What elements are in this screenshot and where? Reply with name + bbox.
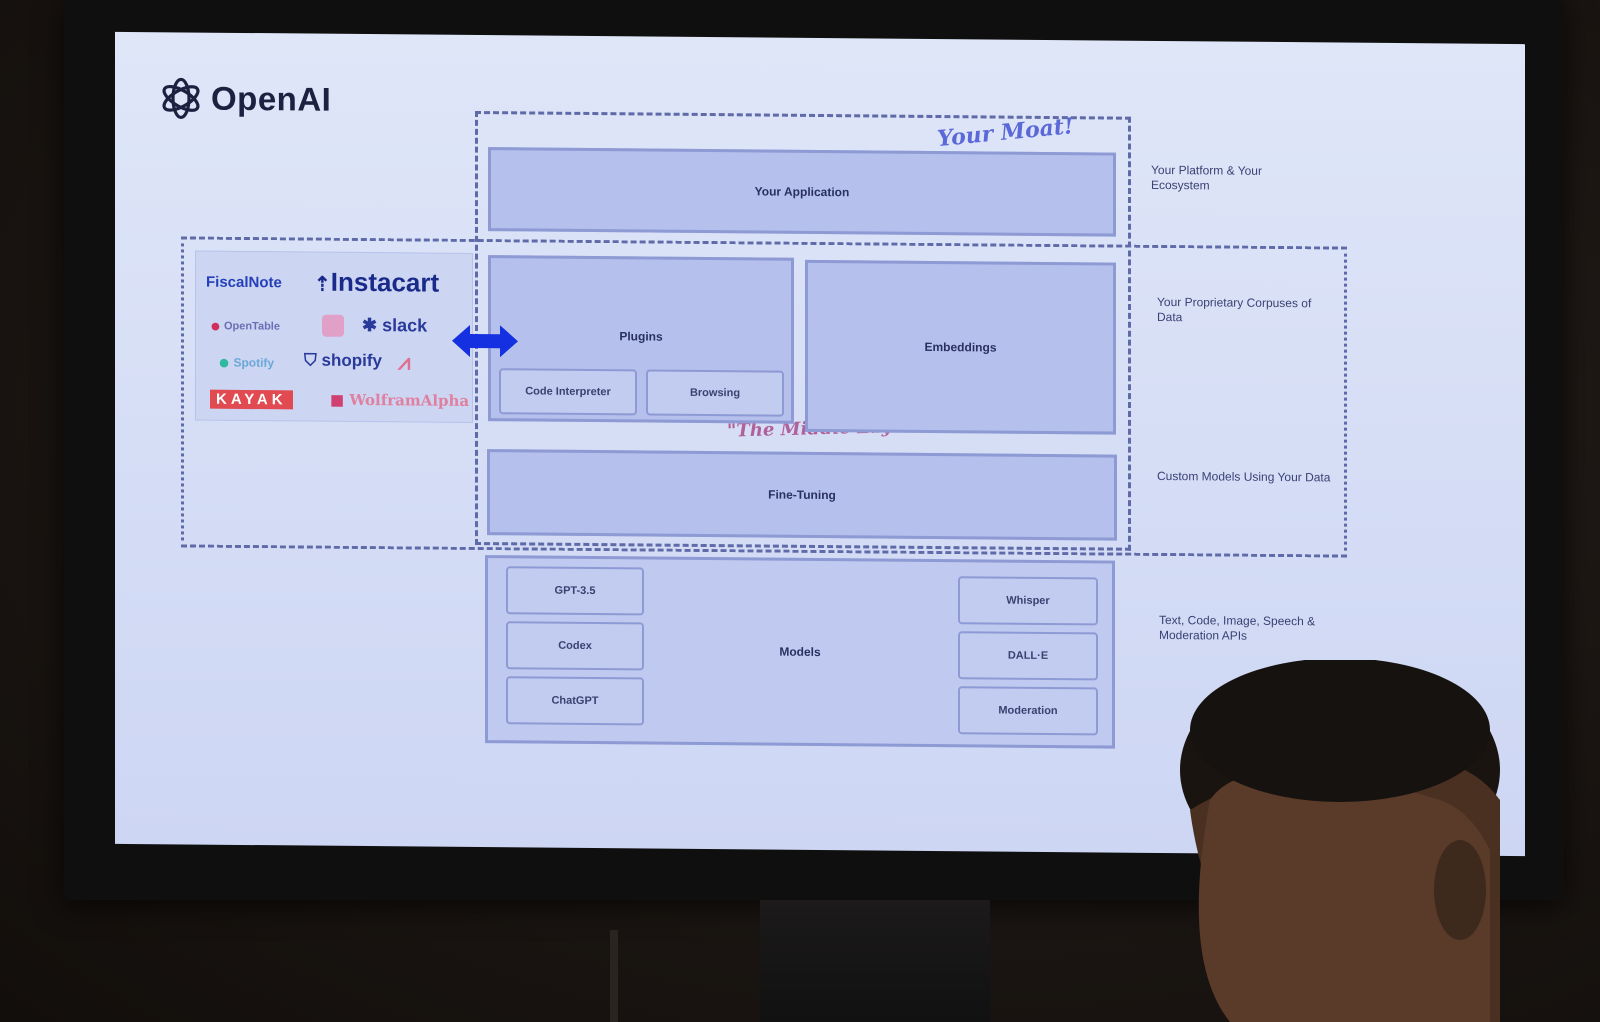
instacart-carrot-icon: ⇡ — [314, 273, 331, 296]
plugins-label: Plugins — [619, 329, 663, 344]
spotify-text: Spotify — [233, 355, 275, 370]
model-gpt35: GPT-3.5 — [506, 566, 644, 616]
spotify-logo: ● Spotify — [218, 352, 274, 375]
browsing-label: Browsing — [689, 386, 741, 400]
code-interpreter-label: Code Interpreter — [525, 385, 611, 399]
wolfram-icon: ■ — [330, 390, 345, 409]
application-label: Your Application — [754, 184, 850, 200]
models-label: Models — [779, 644, 821, 660]
model-chatgpt-label: ChatGPT — [551, 694, 599, 708]
browsing-box: Browsing — [646, 369, 784, 417]
model-whisper: Whisper — [958, 576, 1098, 626]
presenter-silhouette — [1180, 660, 1500, 1022]
model-moderation: Moderation — [958, 686, 1098, 736]
partner-logos-panel: FiscalNote ⇡Instacart ● OpenTable ✱ slac… — [195, 250, 473, 423]
embeddings-label: Embeddings — [924, 339, 997, 355]
model-whisper-label: Whisper — [1006, 594, 1050, 608]
logo-text: OpenAI — [211, 79, 332, 118]
side-note-apis: Text, Code, Image, Speech & Moderation A… — [1159, 612, 1316, 643]
plugins-box: Plugins Code Interpreter Browsing — [488, 255, 794, 424]
embeddings-box: Embeddings — [805, 259, 1116, 435]
model-dalle-label: DALL·E — [1007, 649, 1049, 662]
application-box: Your Application — [488, 147, 1116, 237]
opentable-text: OpenTable — [223, 320, 280, 333]
wolfram-text: WolframAlpha — [349, 390, 470, 410]
shopify-text: shopify — [321, 350, 382, 371]
kayak-logo: KAYAK — [210, 389, 293, 410]
side-note-custom: Custom Models Using Your Data — [1157, 468, 1331, 485]
fine-tuning-label: Fine-Tuning — [768, 487, 836, 503]
fine-tuning-box: Fine-Tuning — [487, 449, 1117, 541]
model-chatgpt: ChatGPT — [506, 676, 644, 726]
model-dalle: DALL·E — [958, 631, 1098, 681]
instacart-text: Instacart — [330, 266, 440, 298]
model-codex: Codex — [506, 621, 644, 671]
airbnb-icon: ⩘ — [398, 349, 411, 375]
fiscalnote-logo: FiscalNote — [206, 273, 282, 292]
opentable-logo: ● OpenTable — [210, 316, 280, 338]
instacart-logo: ⇡Instacart — [314, 267, 439, 299]
shopify-bag-icon: ⛉ — [304, 350, 317, 370]
shopify-logo: ⛉ shopify — [304, 350, 382, 371]
wall-edge — [610, 930, 618, 1022]
tv-stand — [760, 900, 990, 1022]
slack-icon: ✱ — [362, 315, 378, 336]
model-gpt35-label: GPT-3.5 — [554, 584, 596, 598]
slack-logo: ✱ slack — [362, 315, 427, 337]
slack-text: slack — [382, 315, 428, 336]
kayak-text: KAYAK — [216, 390, 287, 409]
projected-slide: OpenAI Your Moat! "The Middle Layer" You… — [115, 31, 1525, 857]
code-interpreter-box: Code Interpreter — [499, 368, 637, 416]
openai-logo: OpenAI — [157, 74, 331, 124]
bidirectional-arrow-icon — [452, 324, 518, 358]
wolfram-logo: ■ WolframAlpha — [330, 391, 469, 410]
openai-knot-icon — [162, 77, 200, 120]
model-moderation-label: Moderation — [998, 704, 1058, 718]
model-codex-label: Codex — [558, 639, 592, 653]
spotify-icon: ● — [218, 351, 231, 374]
speak-app-icon — [322, 314, 344, 337]
side-note-platform: Your Platform & Your Ecosystem — [1151, 162, 1262, 193]
opentable-icon: ● — [210, 315, 221, 336]
models-box: Models GPT-3.5 Codex ChatGPT Whisper DAL… — [485, 555, 1115, 749]
side-note-data: Your Proprietary Corpuses of Data — [1157, 294, 1312, 325]
